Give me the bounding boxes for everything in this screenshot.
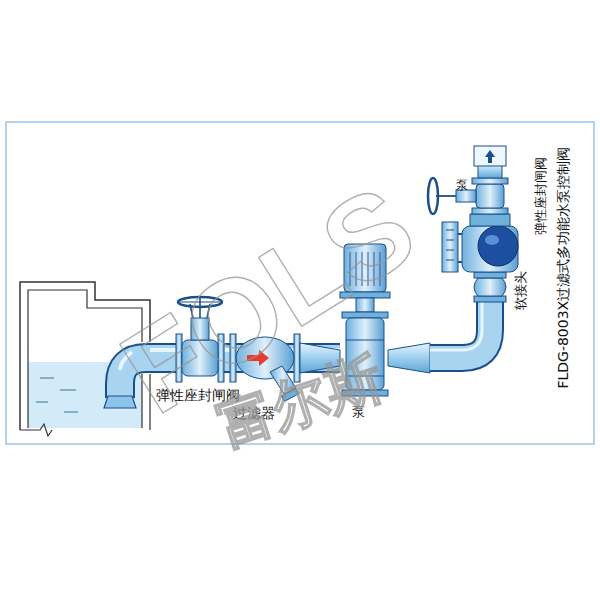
part-label: 软接头: [514, 270, 528, 309]
part-label: 弹性座封闸阀: [534, 157, 548, 235]
product-label: FLDG-8003X过滤式多功能水泵控制阀: [556, 147, 571, 389]
part-label: 泵: [456, 179, 468, 192]
